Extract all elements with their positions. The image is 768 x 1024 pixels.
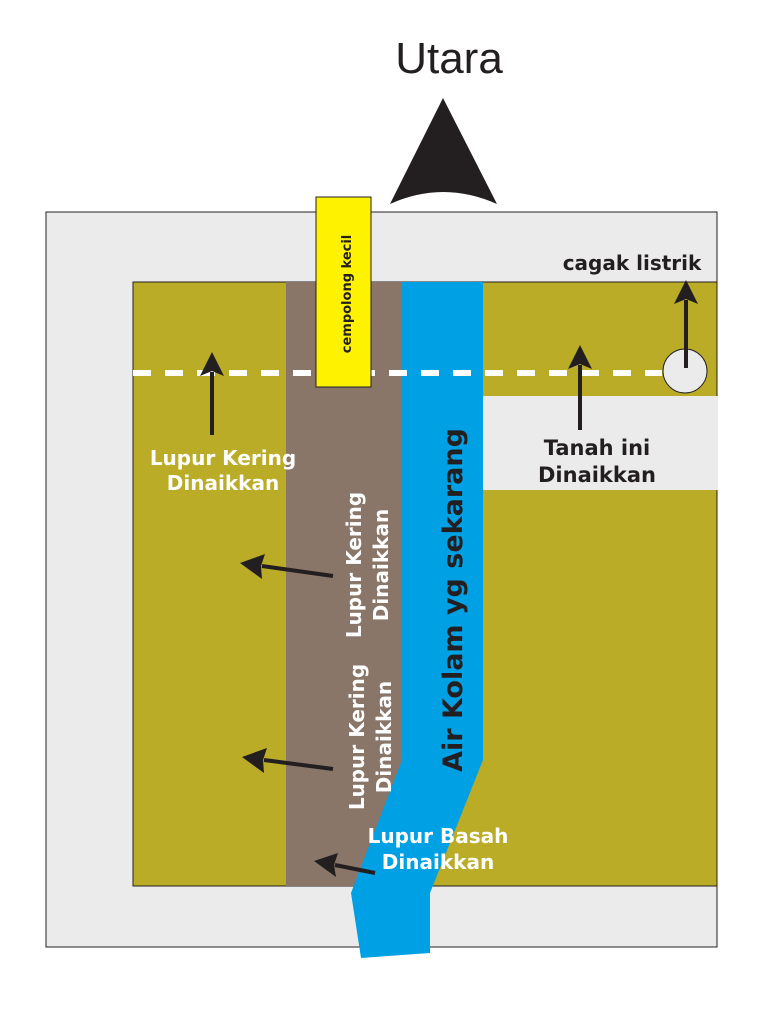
- culvert-label: cempolong kecil: [340, 235, 355, 354]
- wet-mud-label-line1: Lupur Basah: [368, 824, 509, 848]
- mid-mud-arrowhead-lower: [242, 748, 267, 773]
- mid-dry-mud-lower-line1: Lupur Kering: [345, 664, 369, 810]
- raised-ground-label-line2: Dinaikkan: [538, 463, 656, 487]
- wet-mud-label-line2: Dinaikkan: [382, 850, 494, 874]
- mid-dry-mud-upper-line2: Dinaikkan: [369, 509, 393, 621]
- left-dry-mud-label-line2: Dinaikkan: [167, 471, 279, 495]
- left-dry-mud-label-line1: Lupur Kering: [150, 446, 296, 470]
- left-mud-arrowhead: [200, 352, 224, 376]
- compass-label: Utara: [395, 34, 503, 83]
- wet-mud-arrowhead: [314, 853, 338, 877]
- north-arrow-icon: [390, 98, 497, 204]
- pond-water-label: Air Kolam yg sekarang: [438, 428, 469, 772]
- arrows: [200, 280, 698, 877]
- wet-mud-arrow: [334, 863, 376, 875]
- raised-ground-arrowhead: [568, 345, 592, 369]
- electric-pole-label: cagak listrik: [563, 251, 702, 275]
- mid-dry-mud-lower-line2: Dinaikkan: [372, 681, 396, 793]
- mid-dry-mud-upper-line1: Lupur Kering: [342, 492, 366, 638]
- raised-ground-label-line1: Tanah ini: [544, 436, 651, 460]
- pond-water-channel: [351, 282, 483, 958]
- culvert-pipe: [315, 196, 372, 388]
- mid-mud-arrowhead-upper: [240, 554, 265, 579]
- mid-mud-arrow-upper: [261, 564, 334, 578]
- pole-arrowhead: [674, 280, 698, 304]
- mid-mud-arrow-lower: [263, 758, 334, 771]
- raised-ground-area: [483, 396, 718, 490]
